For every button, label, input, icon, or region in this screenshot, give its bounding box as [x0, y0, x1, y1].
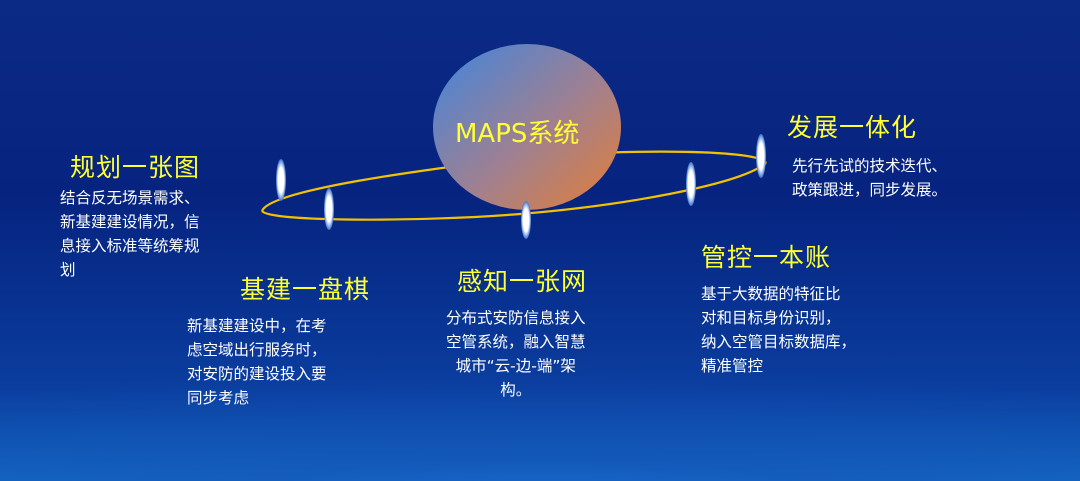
orbit-ring-front [261, 162, 767, 221]
desc-line: 对和目标身份识别， [701, 309, 841, 327]
node-title-development: 发展一体化 [787, 113, 918, 142]
desc-line: 新基建建设中，在考 [187, 317, 327, 335]
desc-line: 基于大数据的特征比 [701, 285, 841, 303]
desc-line: 结合反无场景需求、 [60, 189, 200, 207]
desc-line: 息接入标准等统筹规 [60, 237, 200, 255]
orbit-marker-icon [521, 201, 531, 239]
desc-line: 政策跟进，同步发展。 [792, 181, 948, 199]
desc-line: 分布式安防信息接入 [446, 309, 586, 327]
node-desc-planning: 结合反无场景需求、 新基建建设情况，信 息接入标准等统筹规 划 [60, 186, 200, 282]
desc-line: 纳入空管目标数据库， [701, 333, 857, 351]
desc-line: 新基建建设情况，信 [60, 213, 200, 231]
node-desc-perception: 分布式安防信息接入 空管系统，融入智慧 城市“云-边-端”架 构。 [446, 306, 586, 402]
orbit-marker-icon [276, 159, 286, 201]
node-desc-development: 先行先试的技术迭代、 政策跟进，同步发展。 [792, 154, 947, 202]
orbit-marker-icon [324, 188, 334, 230]
desc-line: 构。 [500, 381, 532, 399]
desc-line: 对安防的建设投入要 [187, 365, 327, 383]
desc-line: 划 [60, 261, 76, 279]
desc-line: 城市“云-边-端”架 [455, 357, 576, 375]
desc-line: 空管系统，融入智慧 [446, 333, 586, 351]
node-title-perception: 感知一张网 [457, 267, 588, 296]
node-title-infrastructure: 基建一盘棋 [240, 275, 371, 304]
desc-line: 同步考虑 [187, 389, 250, 407]
node-title-control: 管控一本账 [701, 243, 832, 272]
node-desc-infrastructure: 新基建建设中，在考 虑空域出行服务时， 对安防的建设投入要 同步考虑 [187, 314, 327, 410]
desc-line: 先行先试的技术迭代、 [792, 157, 948, 175]
orbit-marker-icon [756, 134, 766, 178]
desc-line: 虑空域出行服务时， [187, 341, 327, 359]
node-title-planning: 规划一张图 [70, 153, 201, 182]
node-desc-control: 基于大数据的特征比 对和目标身份识别， 纳入空管目标数据库， 精准管控 [701, 282, 856, 378]
center-label: MAPS系统 [455, 119, 580, 149]
maps-sphere [433, 44, 621, 210]
desc-line: 精准管控 [701, 357, 764, 375]
orbit-marker-icon [686, 162, 696, 206]
